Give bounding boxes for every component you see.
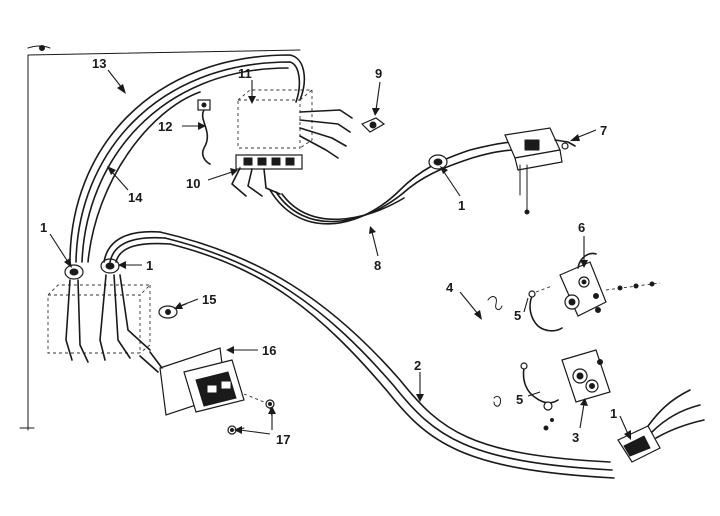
wire-link-12 bbox=[197, 99, 211, 165]
control-3 bbox=[561, 349, 611, 403]
callout-1-mid: 1 bbox=[146, 258, 153, 273]
callout-3: 3 bbox=[572, 430, 579, 445]
cable-2 bbox=[159, 231, 615, 479]
callout-5-lower: 5 bbox=[516, 392, 523, 407]
wire-bundle-13 bbox=[69, 54, 306, 263]
callout-8: 8 bbox=[374, 258, 381, 273]
callout-4: 4 bbox=[446, 280, 454, 295]
callout-2: 2 bbox=[414, 358, 421, 373]
plug-connector bbox=[617, 389, 705, 463]
callout-12: 12 bbox=[158, 119, 172, 134]
callout-7: 7 bbox=[600, 123, 607, 138]
callout-14: 14 bbox=[128, 190, 143, 205]
terminal-box bbox=[231, 89, 353, 197]
control-6 bbox=[559, 252, 661, 317]
callout-1-left: 1 bbox=[40, 220, 47, 235]
cable-8 bbox=[269, 141, 517, 225]
junction-housing bbox=[47, 230, 171, 363]
callout-10: 10 bbox=[186, 176, 200, 191]
callout-1-cable: 1 bbox=[458, 198, 465, 213]
callout-labels: 13 14 12 11 10 9 7 1 8 1 1 15 16 17 2 4 … bbox=[40, 56, 617, 447]
callout-15: 15 bbox=[202, 292, 216, 307]
terminal-15 bbox=[158, 303, 187, 319]
callout-13: 13 bbox=[92, 56, 106, 71]
callout-6: 6 bbox=[578, 220, 585, 235]
clip-9 bbox=[360, 117, 386, 133]
callout-11: 11 bbox=[238, 66, 252, 81]
callout-1-plug: 1 bbox=[610, 406, 617, 421]
wire-bundle-14 bbox=[87, 91, 201, 263]
spring-clips-4 bbox=[487, 296, 554, 431]
callout-17: 17 bbox=[276, 432, 290, 447]
callout-16: 16 bbox=[262, 343, 276, 358]
leader-lines bbox=[49, 69, 631, 440]
callout-9: 9 bbox=[375, 66, 382, 81]
switch-7 bbox=[504, 127, 576, 215]
wire-leads-5 bbox=[520, 285, 563, 411]
frame-lines bbox=[27, 45, 301, 431]
callout-5-upper: 5 bbox=[514, 308, 521, 323]
module-16 bbox=[139, 347, 245, 416]
